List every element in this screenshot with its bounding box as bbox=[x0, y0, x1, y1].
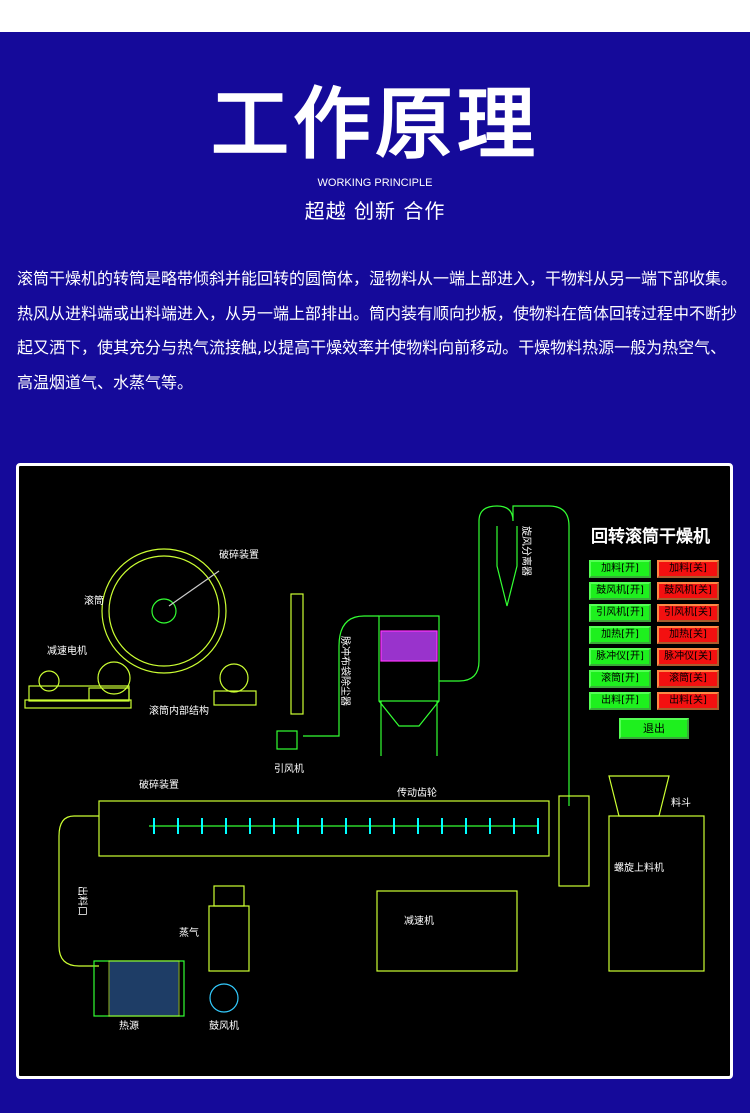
label-steam: 蒸气 bbox=[179, 926, 199, 939]
label-crusher: 破碎装置 bbox=[139, 778, 179, 791]
label-drum: 滚筒 bbox=[84, 594, 104, 607]
exit-button[interactable]: 退出 bbox=[619, 718, 689, 739]
main-drum bbox=[98, 800, 550, 857]
off-button[interactable]: 加热[关] bbox=[657, 626, 719, 644]
page-background: 工作原理 WORKING PRINCIPLE 超越 创新 合作 滚筒干燥机的转筒… bbox=[0, 32, 750, 1113]
control-row: 脉冲仪[开] 脉冲仪[关] bbox=[589, 648, 729, 666]
label-reducer: 减速机 bbox=[404, 914, 434, 927]
dryer-diagram: 破碎装置 滚筒 减速电机 滚筒内部结构 引风机 破碎装置 传动齿轮 料斗 螺旋上… bbox=[24, 505, 705, 1032]
on-button[interactable]: 滚筒[开] bbox=[589, 670, 651, 688]
off-button[interactable]: 鼓风机[关] bbox=[657, 582, 719, 600]
hopper bbox=[608, 775, 670, 817]
label-discharge: 出料口 bbox=[76, 886, 89, 916]
control-row: 引风机[开] 引风机[关] bbox=[589, 604, 729, 622]
leader-line bbox=[168, 570, 220, 607]
dryer-diagram-panel: 破碎装置 滚筒 减速电机 滚筒内部结构 引风机 破碎装置 传动齿轮 料斗 螺旋上… bbox=[16, 463, 733, 1079]
on-button[interactable]: 引风机[开] bbox=[589, 604, 651, 622]
bag-filter bbox=[378, 615, 440, 702]
on-button[interactable]: 加热[开] bbox=[589, 626, 651, 644]
slogan: 超越 创新 合作 bbox=[304, 199, 446, 223]
on-button[interactable]: 加料[开] bbox=[589, 560, 651, 578]
drum-section-inner bbox=[108, 555, 220, 667]
blower bbox=[209, 983, 239, 1013]
control-panel: 回转滚筒干燥机 加料[开]加料[关]鼓风机[开]鼓风机[关]引风机[开]引风机[… bbox=[589, 526, 729, 739]
label-screw: 螺旋上料机 bbox=[614, 861, 664, 874]
off-button[interactable]: 出料[关] bbox=[657, 692, 719, 710]
description: 滚筒干燥机的转筒是略带倾斜并能回转的圆筒体，湿物料从一端上部进入，干物料从另一端… bbox=[17, 269, 738, 392]
label-crusher-top: 破碎装置 bbox=[219, 548, 259, 561]
off-button[interactable]: 脉冲仪[关] bbox=[657, 648, 719, 666]
label-gear: 传动齿轮 bbox=[397, 786, 437, 799]
label-hopper: 料斗 bbox=[671, 796, 691, 809]
off-button[interactable]: 滚筒[关] bbox=[657, 670, 719, 688]
control-row: 出料[开] 出料[关] bbox=[589, 692, 729, 710]
control-row: 鼓风机[开] 鼓风机[关] bbox=[589, 582, 729, 600]
on-button[interactable]: 出料[开] bbox=[589, 692, 651, 710]
label-motor: 减速电机 bbox=[47, 644, 87, 657]
label-induced-fan: 引风机 bbox=[274, 762, 304, 775]
off-button[interactable]: 引风机[关] bbox=[657, 604, 719, 622]
control-row: 滚筒[开] 滚筒[关] bbox=[589, 670, 729, 688]
exhaust-stack bbox=[290, 593, 304, 715]
diagram-labels: 破碎装置 滚筒 减速电机 滚筒内部结构 引风机 破碎装置 传动齿轮 料斗 螺旋上… bbox=[47, 526, 691, 1032]
label-cyclone: 旋风分离器 bbox=[520, 526, 533, 576]
drum-section-outer bbox=[101, 548, 227, 674]
label-bag-filter: 脉冲布袋除尘器 bbox=[339, 636, 352, 706]
page-title: 工作原理 bbox=[210, 80, 539, 170]
label-internal: 滚筒内部结构 bbox=[149, 704, 209, 717]
reducer bbox=[376, 890, 518, 972]
cyclone bbox=[496, 526, 518, 607]
screw-feeder bbox=[608, 815, 705, 972]
control-title: 回转滚筒干燥机 bbox=[591, 527, 710, 547]
on-button[interactable]: 脉冲仪[开] bbox=[589, 648, 651, 666]
control-rows: 加料[开]加料[关]鼓风机[开]鼓风机[关]引风机[开]引风机[关]加热[开]加… bbox=[589, 560, 729, 710]
page-subtitle: WORKING PRINCIPLE bbox=[317, 177, 433, 189]
induced-fan bbox=[276, 730, 298, 750]
control-row: 加热[开] 加热[关] bbox=[589, 626, 729, 644]
flight-plates bbox=[153, 818, 539, 834]
on-button[interactable]: 鼓风机[开] bbox=[589, 582, 651, 600]
label-heat: 热源 bbox=[119, 1019, 139, 1032]
off-button[interactable]: 加料[关] bbox=[657, 560, 719, 578]
control-row: 加料[开] 加料[关] bbox=[589, 560, 729, 578]
label-blower: 鼓风机 bbox=[209, 1019, 239, 1032]
crusher-shaft bbox=[151, 598, 177, 624]
